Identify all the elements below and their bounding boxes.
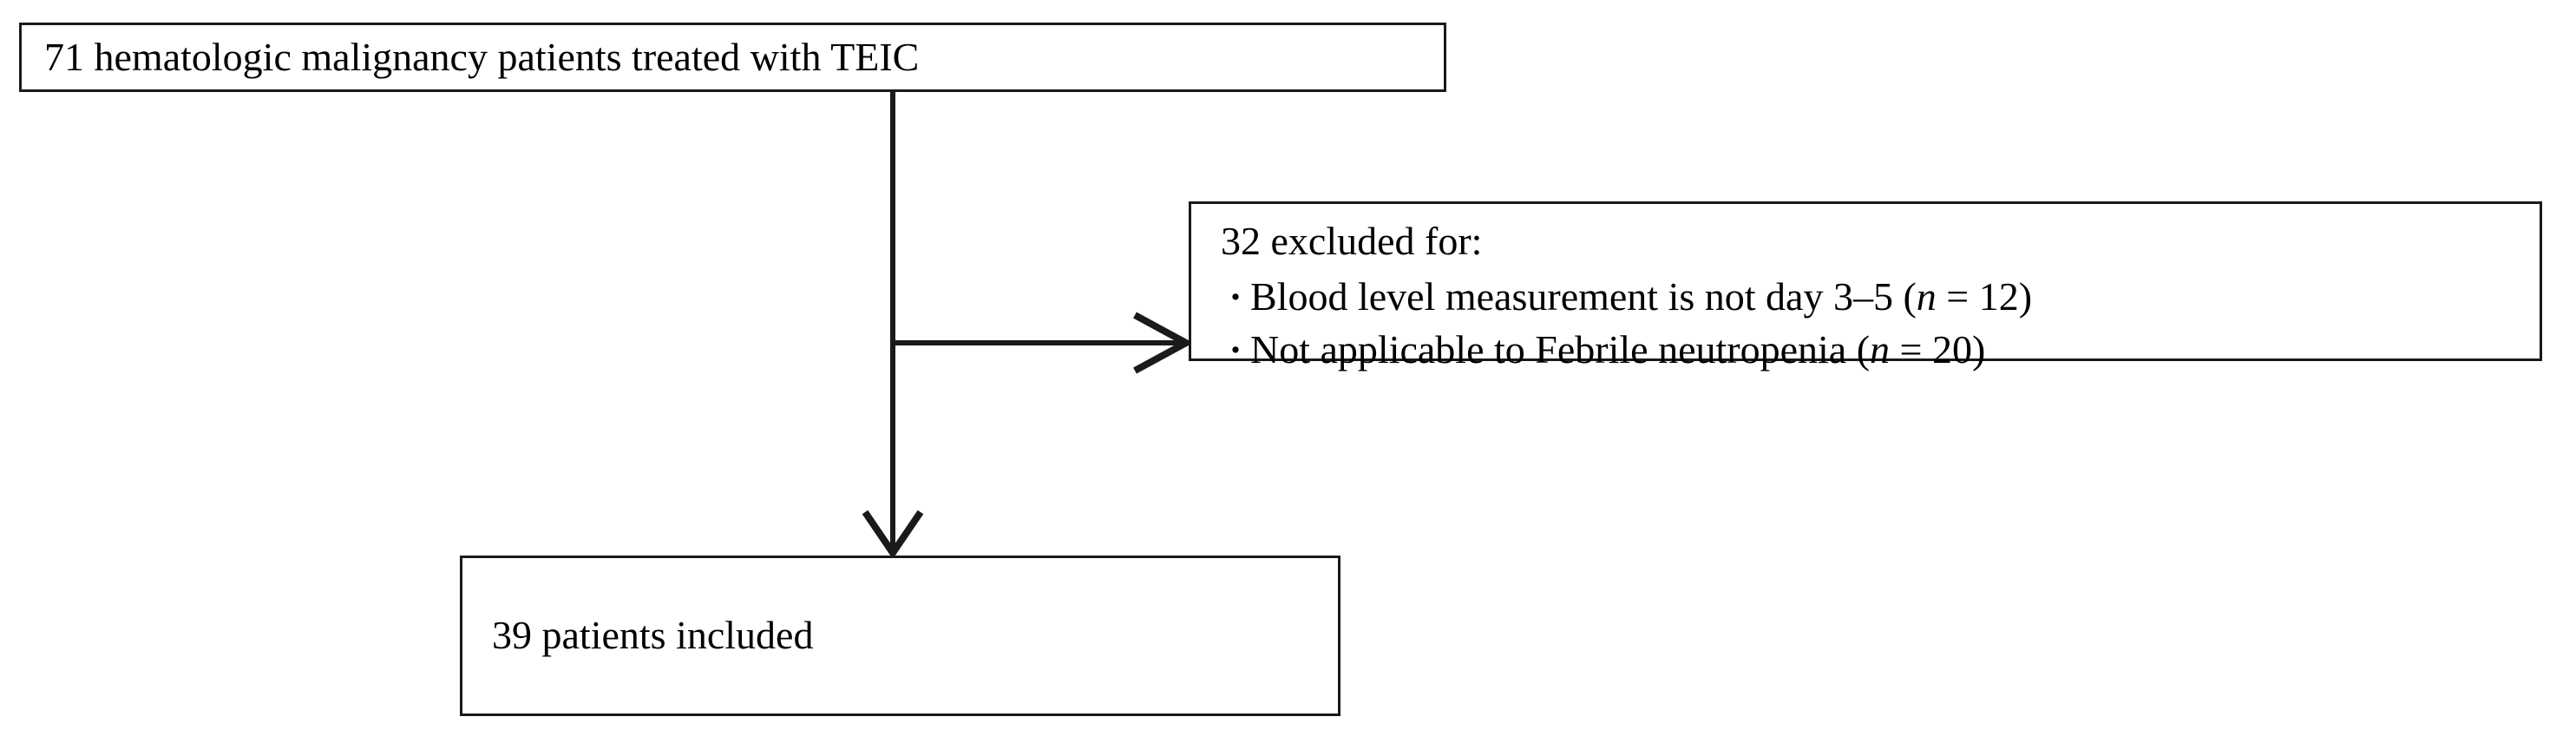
exclusion-reason-n-symbol: n [1916,274,1937,319]
exclusions-heading: 32 excluded for: [1221,219,1483,263]
exclusion-reason-n-symbol: n [1870,326,1891,372]
source-cohort-label: 71 hematologic malignancy patients treat… [44,34,920,79]
exclusion-reason-suffix: = 12) [1936,274,2033,319]
bullet-dot-icon: ・ [1221,335,1250,368]
right-arrowhead-icon [1133,312,1194,374]
bullet-dot-icon: ・ [1221,283,1250,316]
exclusion-reason-text: Blood level measurement is not day 3–5 (… [1250,271,2032,324]
included-cohort-box: 39 patients included [460,556,1340,716]
down-arrowhead-icon [862,510,924,560]
source-cohort-box: 71 hematologic malignancy patients treat… [19,23,1446,92]
exclusion-reason-item: ・ Not applicable to Febrile neutropenia … [1221,324,2540,377]
exclusion-reason-text: Not applicable to Febrile neutropenia (n… [1250,324,1985,377]
exclusions-box: 32 excluded for: ・ Blood level measureme… [1189,201,2542,372]
included-cohort-label: 39 patients included [492,613,814,658]
exclusion-reason-prefix: Not applicable to Febrile neutropenia ( [1250,326,1871,372]
exclusion-reason-prefix: Blood level measurement is not day 3–5 ( [1250,274,1917,319]
exclusion-reason-suffix: = 20) [1890,326,1986,372]
exclusion-reason-item: ・ Blood level measurement is not day 3–5… [1221,271,2540,324]
exclusion-reason-list: ・ Blood level measurement is not day 3–5… [1221,271,2540,376]
